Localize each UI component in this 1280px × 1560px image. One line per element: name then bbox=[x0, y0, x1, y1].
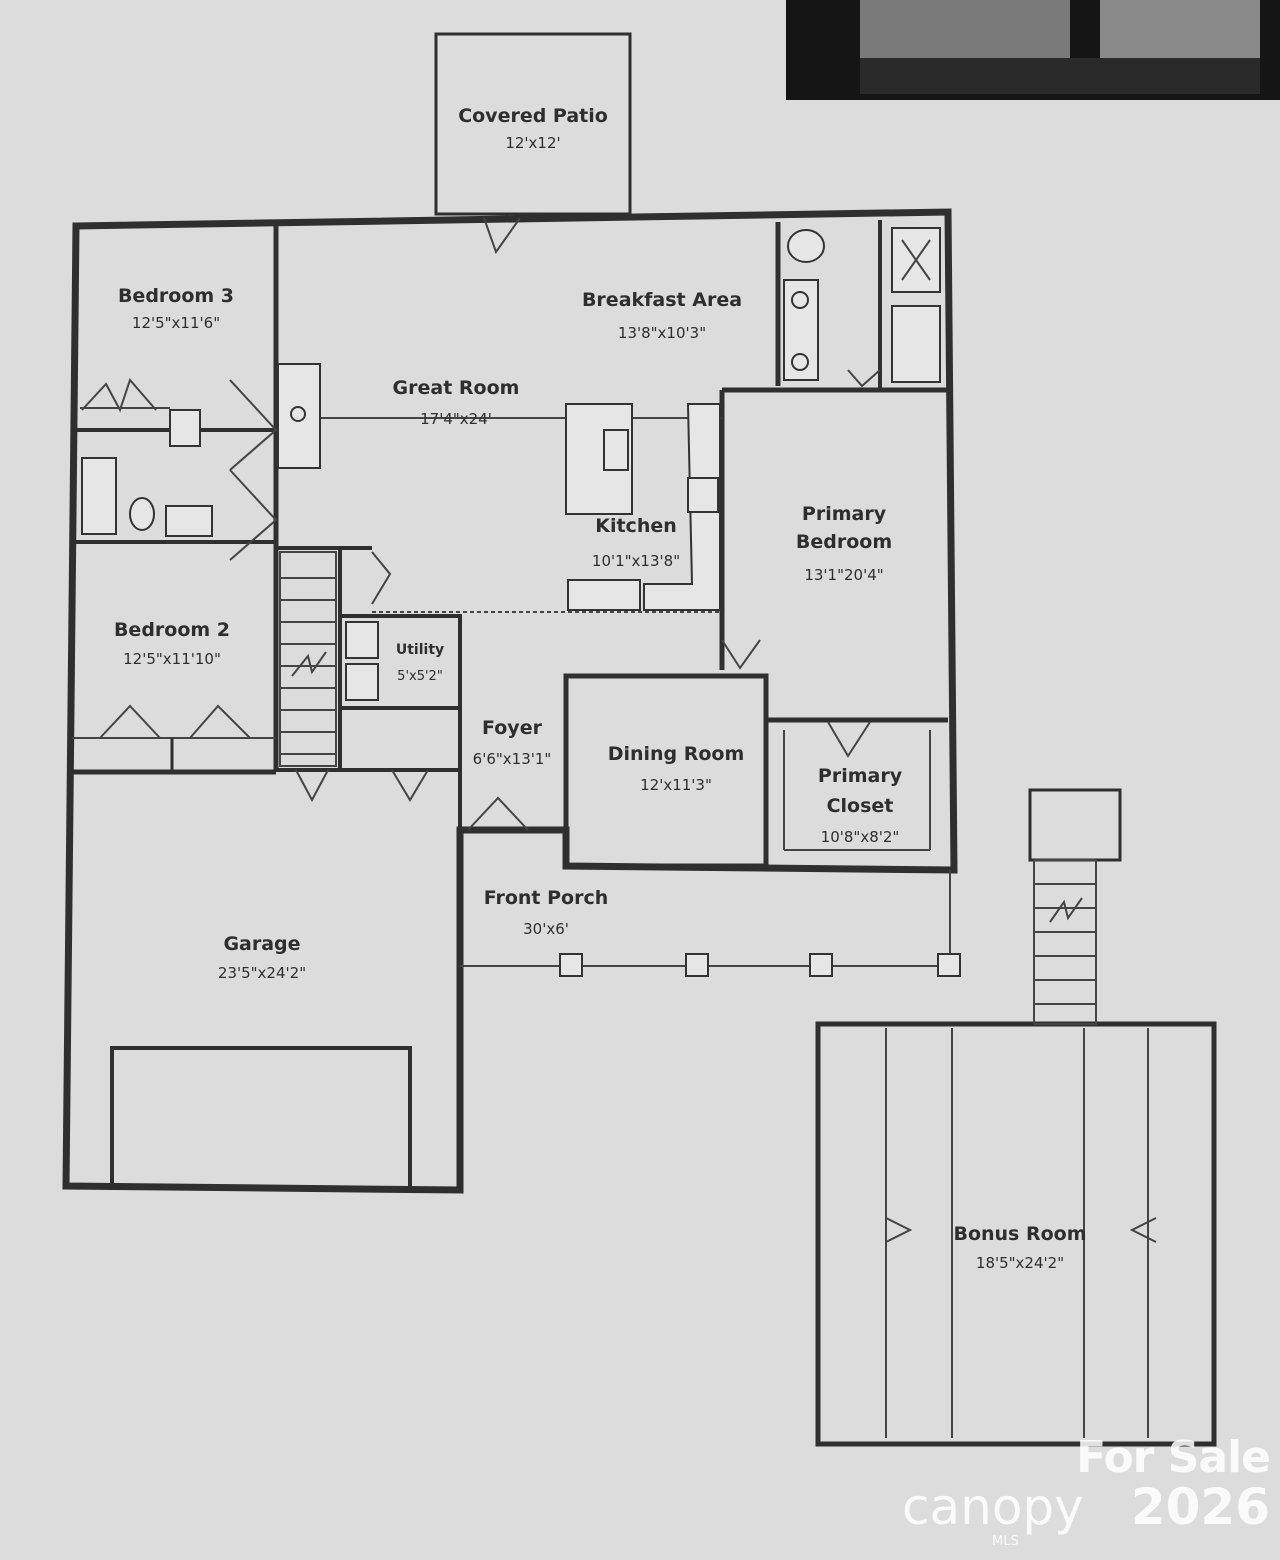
bonus-room-dimensions: 18'5"x24'2" bbox=[976, 1254, 1064, 1272]
garage-door bbox=[110, 1046, 412, 1190]
utility-fixtures bbox=[345, 621, 379, 701]
primary-bedroom-dimensions: 13'1"20'4" bbox=[804, 566, 883, 584]
covered-patio-label: Covered Patio bbox=[458, 105, 608, 127]
front-porch-label: Front Porch bbox=[484, 887, 609, 909]
canopy-logo-watermark: canopy bbox=[902, 1478, 1084, 1536]
room-labels: Bedroom 3 12'5"x11'6" Breakfast Area 13'… bbox=[114, 285, 1087, 1272]
kitchen-dimensions: 10'1"x13'8" bbox=[592, 552, 680, 570]
primary-closet-dimensions: 10'8"x8'2" bbox=[821, 828, 900, 846]
foyer-label: Foyer bbox=[482, 717, 543, 739]
foyer-dimensions: 6'6"x13'1" bbox=[473, 750, 552, 768]
covered-patio-dimensions: 12'x12' bbox=[505, 134, 560, 152]
utility-dimensions: 5'x5'2" bbox=[397, 669, 443, 684]
kitchen-label: Kitchen bbox=[595, 515, 677, 537]
dining-room-label: Dining Room bbox=[608, 743, 745, 765]
primary-closet-label-line2: Closet bbox=[827, 795, 894, 817]
front-porch bbox=[460, 870, 961, 977]
bedroom3-label: Bedroom 3 bbox=[118, 285, 234, 307]
covered-patio: Covered Patio 12'x12' bbox=[434, 32, 632, 216]
breakfast-area-label: Breakfast Area bbox=[582, 289, 742, 311]
primary-bedroom-label-line1: Primary bbox=[802, 503, 887, 525]
bedroom2-dimensions: 12'5"x11'10" bbox=[123, 650, 221, 668]
hall-bath-fixtures bbox=[80, 378, 213, 537]
breakfast-area-dimensions: 13'8"x10'3" bbox=[618, 324, 706, 342]
garage-label: Garage bbox=[223, 933, 300, 955]
kitchen-fixtures bbox=[565, 403, 721, 611]
door-swings bbox=[99, 217, 881, 831]
dining-room-dimensions: 12'x11'3" bbox=[640, 776, 712, 794]
primary-closet-label-line1: Primary bbox=[818, 765, 903, 787]
bedroom3-dimensions: 12'5"x11'6" bbox=[132, 314, 220, 332]
utility-label: Utility bbox=[396, 642, 444, 658]
great-room-label: Great Room bbox=[393, 377, 520, 399]
bonus-room-label: Bonus Room bbox=[953, 1223, 1086, 1245]
main-house-outline bbox=[62, 208, 958, 1194]
front-porch-dimensions: 30'x6' bbox=[523, 920, 569, 938]
fireplace bbox=[277, 363, 321, 469]
interior-walls bbox=[72, 220, 948, 869]
house-photo-thumbnail bbox=[786, 0, 1280, 100]
main-stairs bbox=[279, 551, 337, 767]
garage-dimensions: 23'5"x24'2" bbox=[218, 964, 306, 982]
primary-bath-fixtures bbox=[783, 227, 941, 383]
mls-watermark: MLS bbox=[992, 1534, 1019, 1549]
bonus-room-area bbox=[815, 788, 1217, 1447]
for-sale-watermark: For Sale bbox=[1076, 1432, 1271, 1483]
primary-bedroom-label-line2: Bedroom bbox=[796, 531, 892, 553]
great-room-dimensions: 17'4"x24' bbox=[420, 410, 492, 428]
bedroom2-label: Bedroom 2 bbox=[114, 619, 230, 641]
year-watermark: 2026 bbox=[1130, 1478, 1270, 1536]
